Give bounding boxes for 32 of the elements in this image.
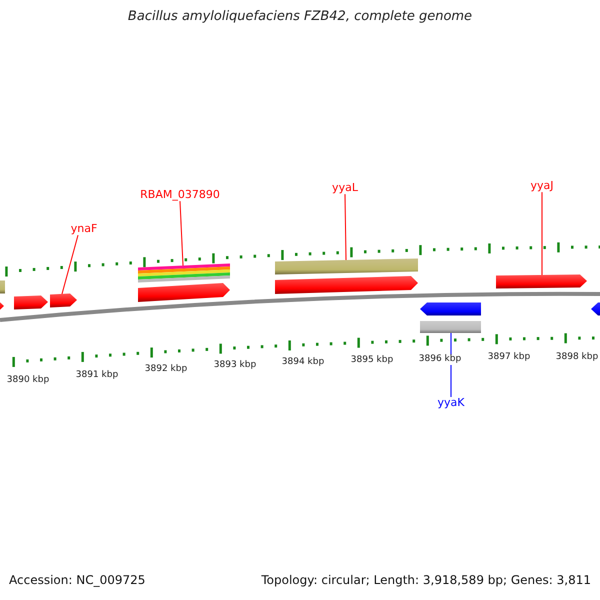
gene-feature [496,274,587,288]
footer-text: Topology: circular; Length: 3,918,589 bp; Genes: 3,811 [261,574,591,588]
feature-stripes [138,264,230,282]
scale-label: 3893 kbp [214,361,256,371]
gene-label: yyaJ [530,180,554,192]
feature-bar [420,321,481,333]
scale-label: 3896 kbp [418,355,462,365]
footer-text: Accession: NC_009725 [9,574,146,588]
gene-feature [591,302,600,316]
scale-label: 3895 kbp [350,356,394,366]
gene-label: RBAM_037890 [140,189,220,202]
leader-line [344,194,346,260]
gene-feature [0,300,4,312]
scale-label: 3891 kbp [76,371,118,381]
scale-label: 3892 kbp [144,365,188,375]
gene-feature [14,296,48,310]
gene-label: ynaF [70,223,98,236]
feature-bar [0,280,5,294]
leader-line [180,200,184,266]
leader-line [62,234,78,295]
gene-feature [50,294,77,308]
gene-label: yyaL [332,182,358,194]
title: Bacillus amyloliquefaciens FZB42, complete genome [128,10,472,24]
scale-label: 3894 kbp [282,358,324,368]
gene-feature [275,276,418,294]
feature-bar [275,258,418,274]
scale-label: 3898 kbp [556,353,598,363]
gene-feature [420,302,481,316]
scale-label: 3890 kbp [6,376,50,386]
gene-label: yyaK [438,397,464,410]
scale-label: 3897 kbp [488,353,530,363]
gene-feature [138,283,230,302]
